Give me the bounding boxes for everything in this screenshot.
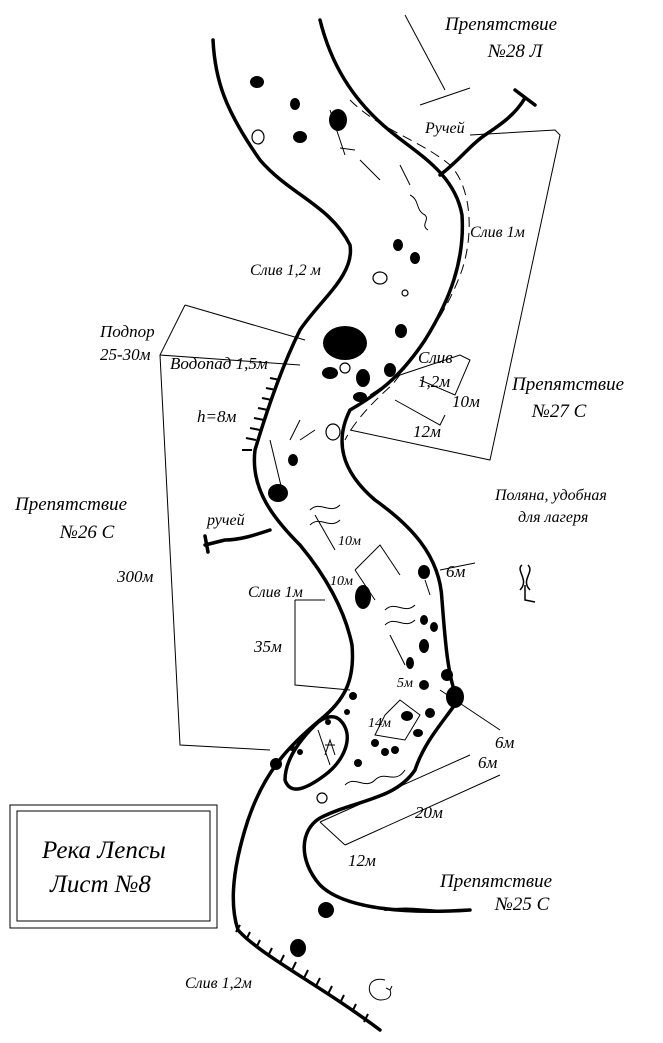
dim-lines [294,354,476,741]
label-stream-top: Ручей [424,120,465,137]
camp-symbol-icon [519,564,536,603]
label-dist-10m-b: 10м [330,574,353,589]
label-glade: Поляна, удобная [494,487,607,504]
label-dist-6m-b: 6м [495,733,515,752]
title-river: Река Лепсы [41,837,166,864]
obstacle-25-title: Препятствие [439,871,552,892]
stream-top [438,88,537,177]
label-waterfall: Водопад 1,5м [170,354,268,373]
label-stream-left: ручей [206,512,245,529]
label-dist-10m-a: 10м [338,534,361,549]
obstacle-28-title: Препятствие [444,14,557,35]
eddy-arrow-icon [368,978,393,1001]
title-sheet: Лист №8 [49,871,151,898]
label-drop-right-height: 1,2м [418,372,450,391]
label-backwater-length: 25-30м [100,345,151,364]
label-drop-1m-top: Слив 1м [470,224,525,241]
label-cliff-height: h=8м [197,407,236,426]
label-drop-1m-mid: Слив 1м [248,584,303,601]
obstacle-25-number: №25 С [494,894,550,915]
cliff-hatching [242,377,281,451]
right-bank [302,18,472,914]
label-drop-1-2m: Слив 1,2 м [250,262,321,279]
label-dist-20m: 20м [415,803,443,822]
label-dist-14m: 14м [368,716,391,731]
label-dist-10m-right: 10м [452,392,480,411]
obstacle-26-number: №26 С [59,522,115,543]
label-dist-12m-bottom: 12м [348,851,376,870]
stream-left [203,528,272,554]
obstacle-26-range [159,304,306,751]
label-drop-1-2m-bottom: Слив 1,2м [185,975,252,992]
flow-marks [269,109,429,786]
label-drop-right: Слив [418,348,453,367]
rocks [250,76,464,957]
obstacle-28-number: №28 Л [487,41,544,62]
label-dist-300m: 300м [116,567,154,586]
label-backwater: Подпор [99,322,155,341]
obstacle-27-range [349,129,561,461]
stream-bottom [384,907,471,913]
cliff-hatching-bottom [235,924,369,1023]
label-dist-6m-a: 6м [446,562,466,581]
label-glade-camp: для лагеря [518,509,588,526]
obstacle-25-range [319,689,501,846]
obstacle-27-title: Препятствие [511,374,624,395]
trail-line [344,99,470,441]
obstacle-28-pointer [404,14,471,106]
obstacle-26-title: Препятствие [14,494,127,515]
left-bank [211,38,382,1032]
island [283,714,349,791]
obstacle-27-number: №27 С [531,401,587,422]
label-dist-35m: 35м [253,637,282,656]
label-dist-6m-c: 6м [478,753,498,772]
title-box-inner [16,810,211,922]
label-dist-12m-right: 12м [413,422,441,441]
title-box-outer [9,804,218,929]
label-dist-5m: 5м [397,676,413,691]
